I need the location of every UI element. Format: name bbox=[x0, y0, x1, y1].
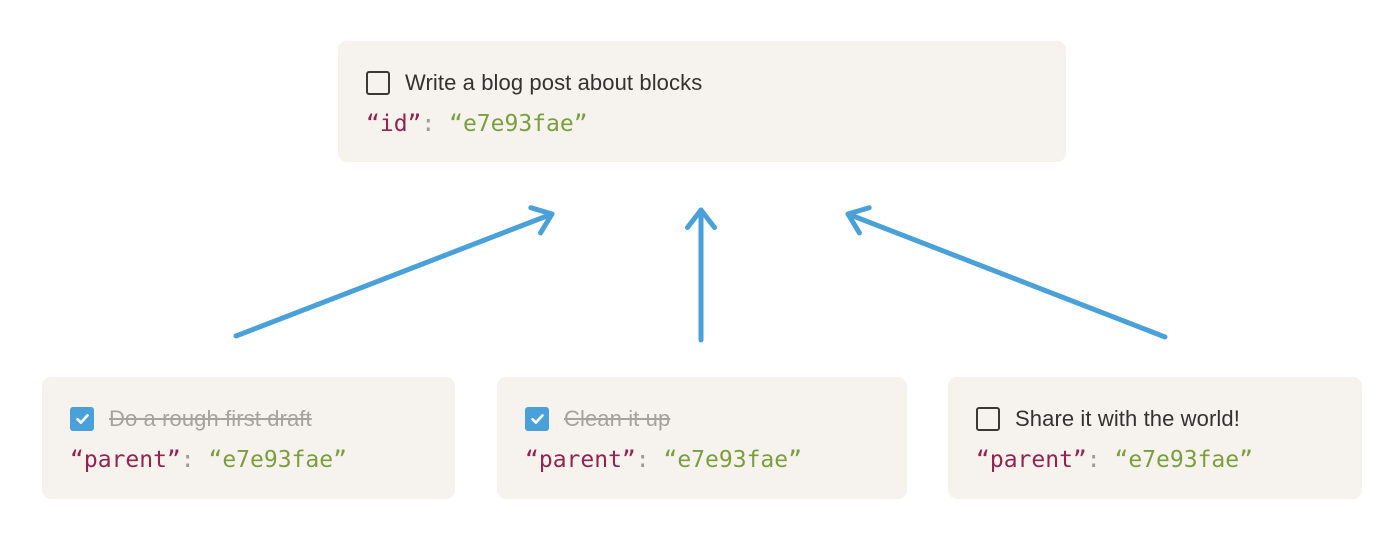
block-parent-code: “parent”: “e7e93fae” bbox=[525, 445, 879, 475]
todo-checkbox-icon[interactable] bbox=[525, 407, 549, 431]
task-row: Share it with the world! bbox=[976, 404, 1334, 434]
todo-checkbox-icon[interactable] bbox=[976, 407, 1000, 431]
arrow-left-child-to-parent bbox=[233, 205, 555, 339]
child-task-card-3: Share it with the world! “parent”: “e7e9… bbox=[948, 377, 1362, 499]
block-id-code: “id”: “e7e93fae” bbox=[366, 109, 1038, 139]
code-separator: : bbox=[1086, 447, 1115, 473]
code-value: “e7e93fae” bbox=[449, 111, 588, 137]
code-value: “e7e93fae” bbox=[208, 447, 347, 473]
checkmark-icon bbox=[530, 414, 544, 424]
code-key: “parent” bbox=[525, 447, 636, 473]
task-row: Do a rough first draft bbox=[70, 404, 427, 434]
code-separator: : bbox=[635, 447, 664, 473]
code-separator: : bbox=[180, 447, 209, 473]
code-key: “parent” bbox=[976, 447, 1087, 473]
arrow-right-child-to-parent bbox=[845, 205, 1168, 340]
task-title: Write a blog post about blocks bbox=[405, 70, 703, 95]
block-parent-code: “parent”: “e7e93fae” bbox=[976, 445, 1334, 475]
todo-checkbox-icon[interactable] bbox=[366, 71, 390, 95]
code-separator: : bbox=[421, 111, 450, 137]
todo-checkbox-icon[interactable] bbox=[70, 407, 94, 431]
task-title: Clean it up bbox=[564, 406, 671, 431]
code-value: “e7e93fae” bbox=[1114, 447, 1253, 473]
task-row: Write a blog post about blocks bbox=[366, 68, 1038, 98]
task-title: Share it with the world! bbox=[1015, 406, 1240, 431]
parent-task-card: Write a blog post about blocks “id”: “e7… bbox=[338, 41, 1066, 162]
child-task-card-1: Do a rough first draft “parent”: “e7e93f… bbox=[42, 377, 455, 499]
child-task-card-2: Clean it up “parent”: “e7e93fae” bbox=[497, 377, 907, 499]
checkmark-icon bbox=[75, 414, 89, 424]
task-title: Do a rough first draft bbox=[109, 406, 312, 431]
code-key: “parent” bbox=[70, 447, 181, 473]
code-key: “id” bbox=[366, 111, 422, 137]
block-parent-code: “parent”: “e7e93fae” bbox=[70, 445, 427, 475]
code-value: “e7e93fae” bbox=[663, 447, 802, 473]
task-row: Clean it up bbox=[525, 404, 879, 434]
